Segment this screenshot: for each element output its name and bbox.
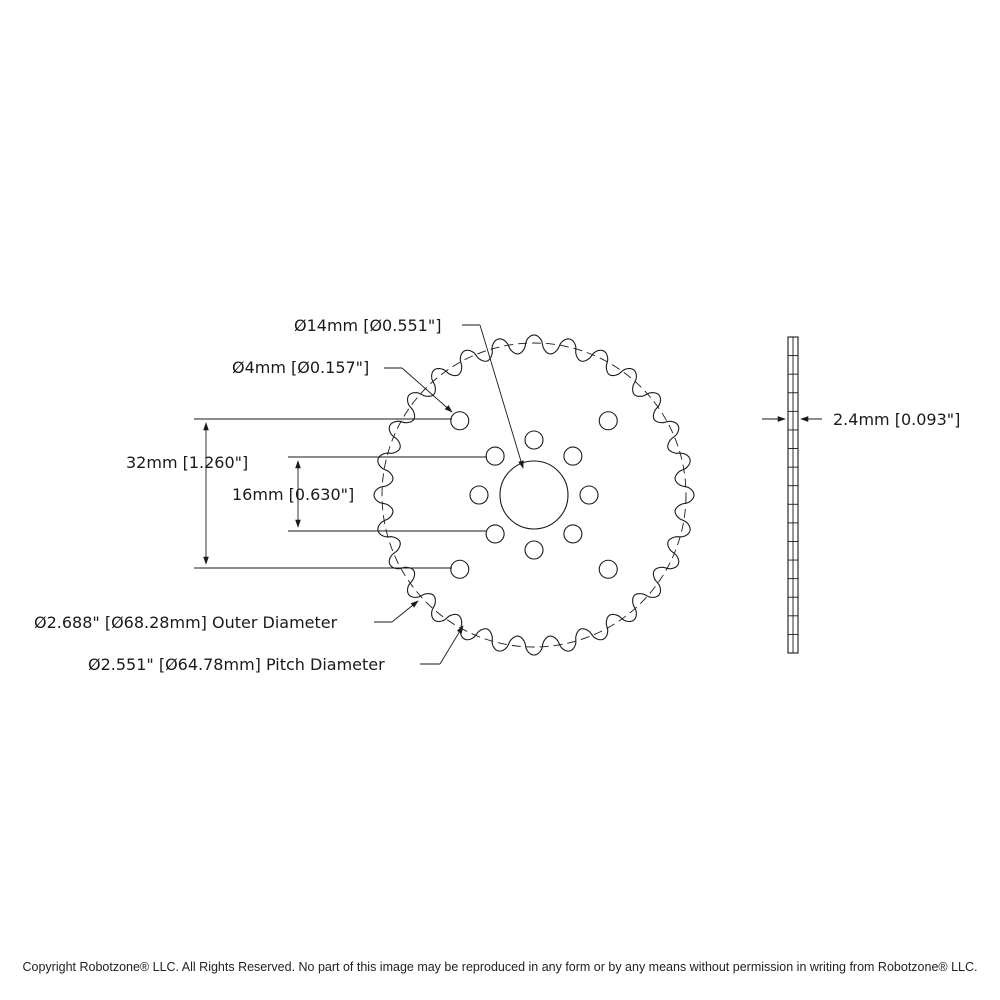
thickness-dimension: 2.4mm [0.093"] [762,410,960,429]
gear-tooth-profile [373,334,695,656]
pattern-large-dimension: 32mm [1.260"] [126,418,452,569]
gear-side-view [787,336,799,654]
bore-label: Ø14mm [Ø0.551"] [294,316,441,335]
mounting-hole [563,524,583,544]
mounting-hole [450,559,470,579]
mounting-hole [598,559,618,579]
side-view-tooth-ticks [788,355,798,635]
mounting-hole [524,430,544,450]
mounting-hole [579,485,599,505]
hole-dimension: Ø4mm [Ø0.157"] [232,358,453,413]
mounting-hole [485,446,505,466]
gear-front-view [373,334,695,656]
copyright-notice: Copyright Robotzone® LLC. All Rights Res… [23,960,978,974]
mounting-hole [450,411,470,431]
pattern-small-label: 16mm [0.630"] [232,485,354,504]
pattern-large-label: 32mm [1.260"] [126,453,248,472]
center-bore [499,460,569,530]
pitch-circle [381,342,687,648]
mounting-hole [485,524,505,544]
mounting-hole [598,411,618,431]
thickness-label: 2.4mm [0.093"] [833,410,960,429]
mounting-hole [563,446,583,466]
inner-hole-pattern [469,430,599,560]
pitch-diameter-dimension: Ø2.551" [Ø64.78mm] Pitch Diameter [88,625,464,674]
pitch-diameter-label: Ø2.551" [Ø64.78mm] Pitch Diameter [88,655,385,674]
bore-dimension: Ø14mm [Ø0.551"] [294,316,524,469]
mounting-hole [469,485,489,505]
pattern-small-dimension: 16mm [0.630"] [232,456,487,532]
outer-diameter-label: Ø2.688" [Ø68.28mm] Outer Diameter [34,613,338,632]
outer-diameter-dimension: Ø2.688" [Ø68.28mm] Outer Diameter [34,600,419,632]
hole-label: Ø4mm [Ø0.157"] [232,358,369,377]
outer-hole-pattern [450,411,618,579]
mounting-hole [524,540,544,560]
